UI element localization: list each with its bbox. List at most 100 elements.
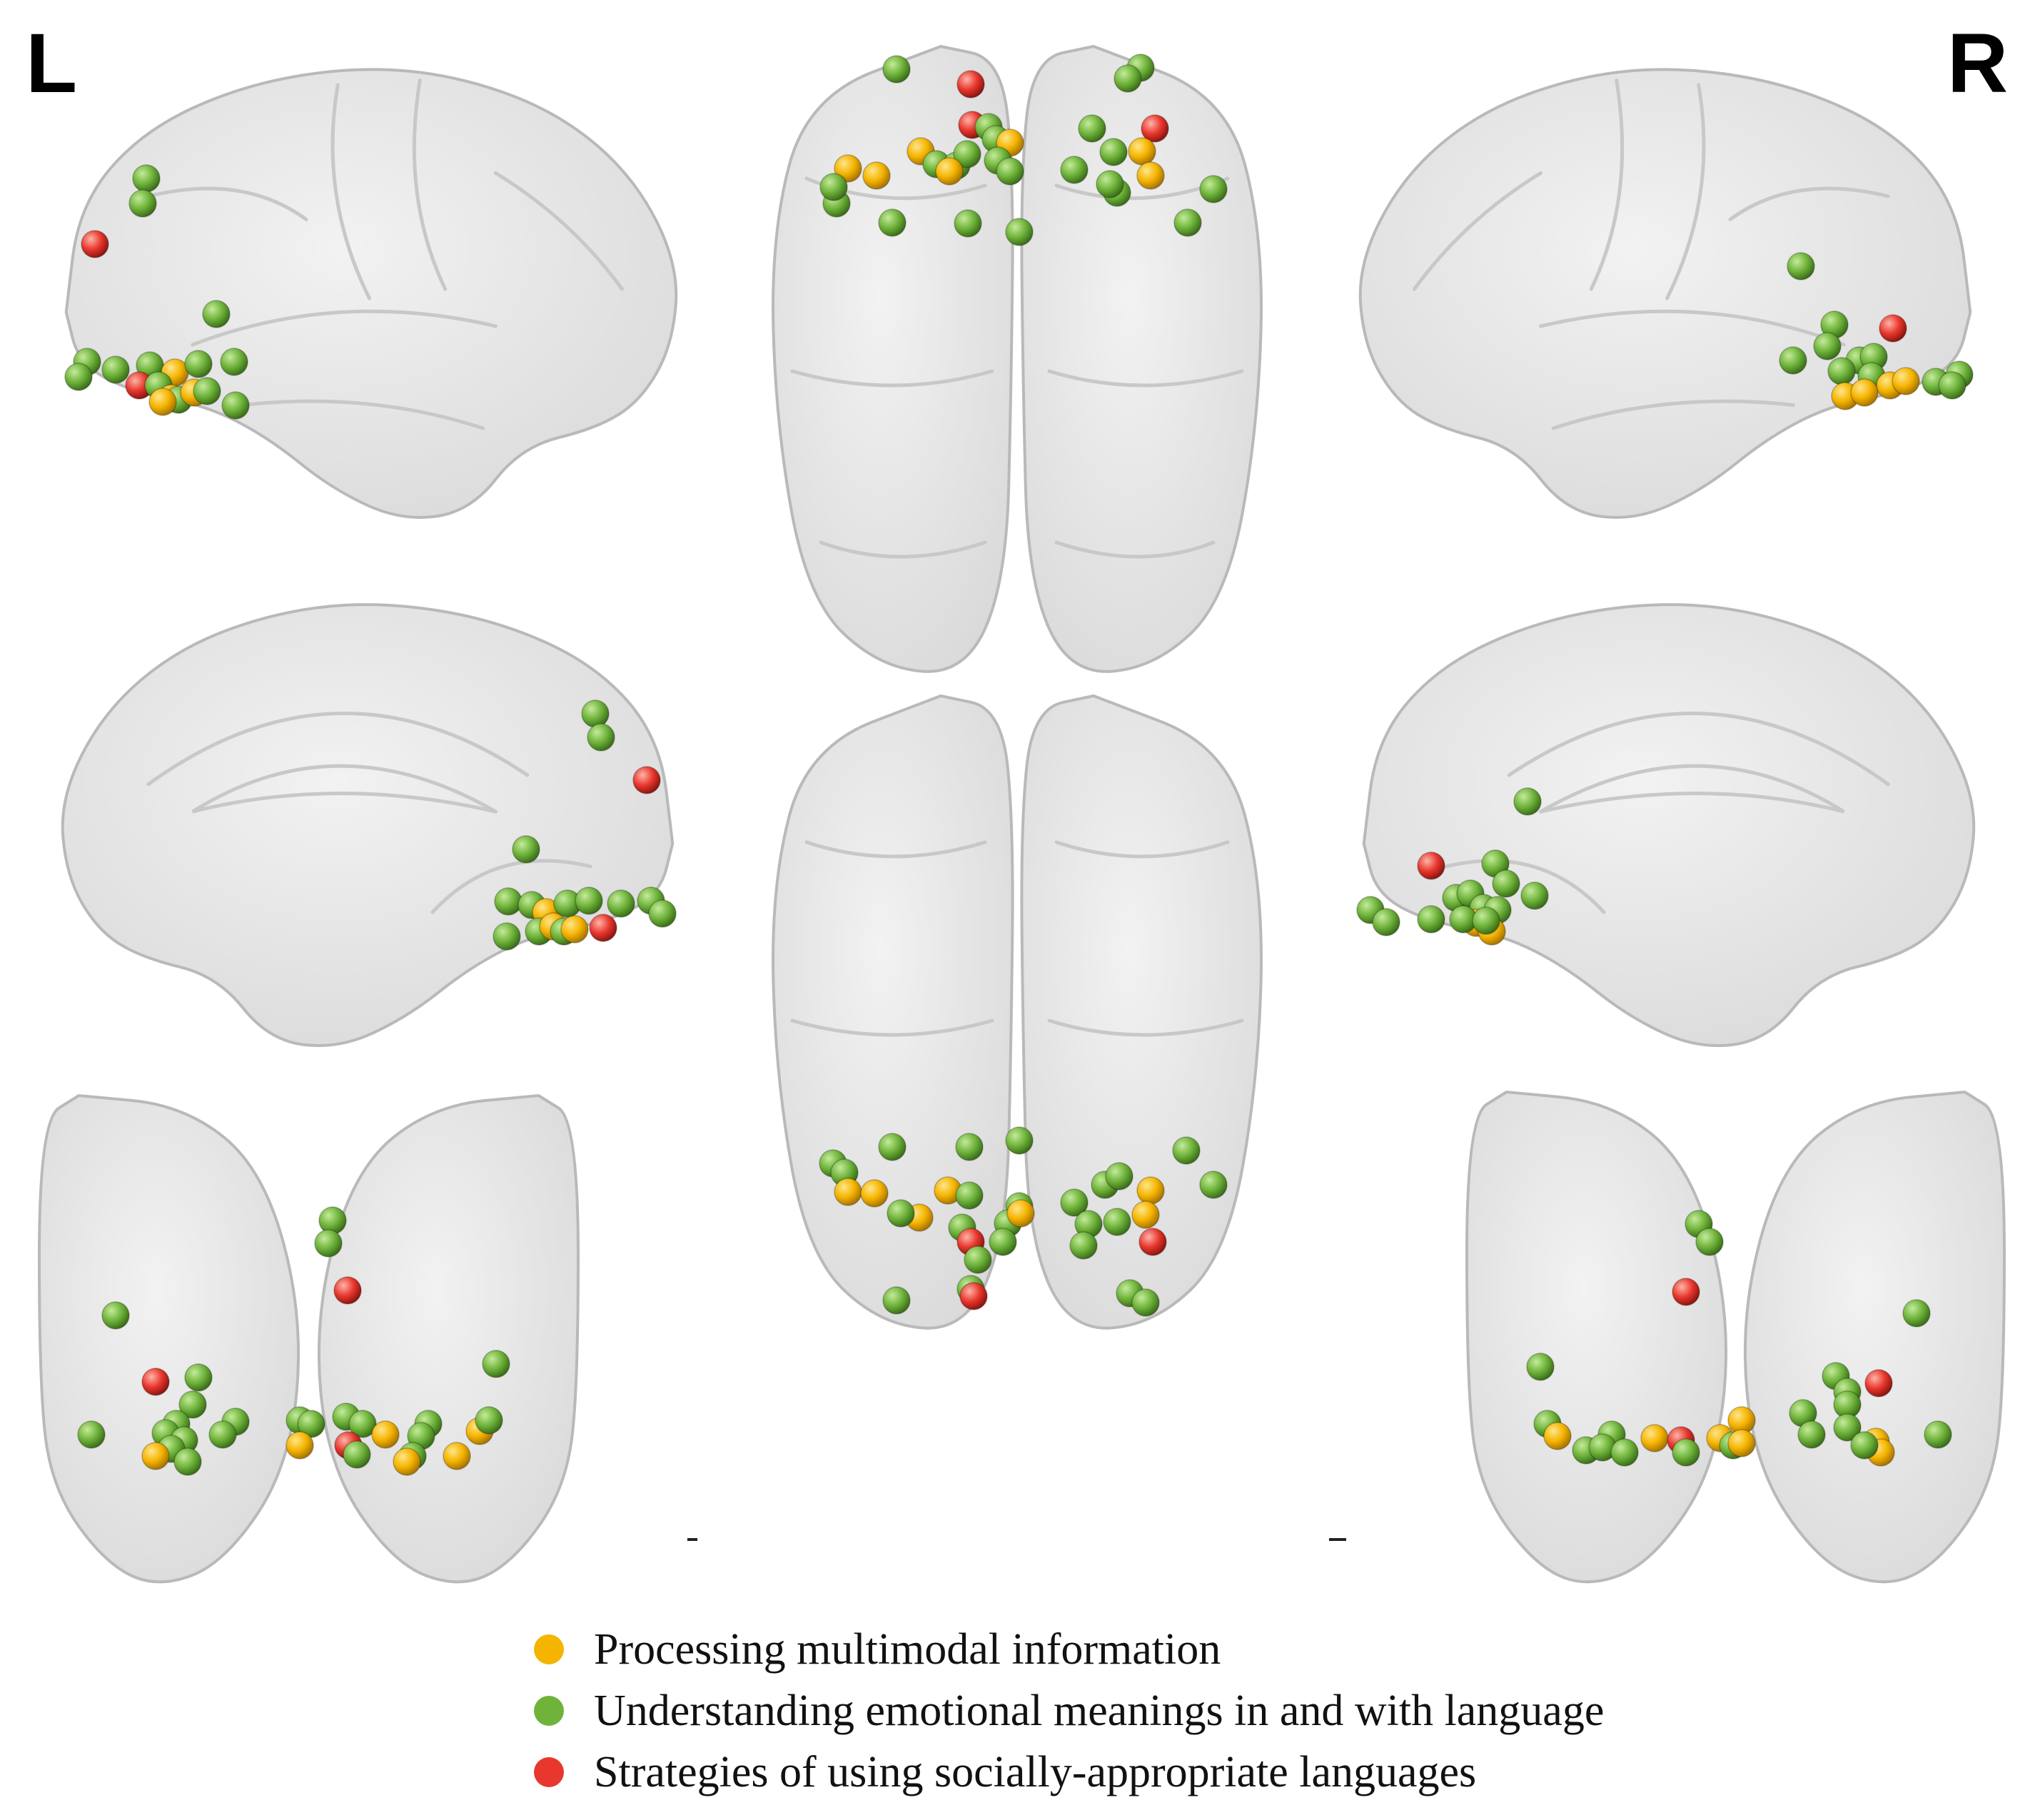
- activation-multimodal: [1136, 161, 1165, 190]
- activation-social: [632, 766, 661, 794]
- activation-emotional: [64, 363, 93, 391]
- activation-emotional: [1797, 1420, 1826, 1449]
- activation-multimodal: [1128, 137, 1156, 166]
- left-hemisphere-label: L: [26, 16, 78, 111]
- activation-emotional: [1172, 1136, 1201, 1165]
- activation-emotional: [202, 300, 231, 328]
- activation-social: [956, 70, 985, 98]
- activation-emotional: [475, 1406, 503, 1435]
- gyral-fold: [430, 859, 592, 914]
- activation-multimodal: [1006, 1199, 1035, 1228]
- gyral-fold: [146, 711, 530, 787]
- legend-label-emotional: Understanding emotional meanings in and …: [594, 1686, 1605, 1735]
- gyral-fold: [1444, 859, 1606, 914]
- activation-emotional: [1850, 1431, 1879, 1460]
- activation-multimodal: [935, 157, 964, 186]
- activation-social: [1417, 851, 1445, 880]
- brain-outline: [772, 44, 1014, 673]
- activation-multimodal: [1131, 1200, 1160, 1229]
- activation-multimodal: [860, 1179, 889, 1208]
- activation-social: [81, 230, 109, 258]
- activation-emotional: [1005, 218, 1034, 246]
- activation-social: [141, 1367, 170, 1396]
- activation-emotional: [178, 1390, 207, 1419]
- activation-emotional: [1069, 1231, 1098, 1260]
- activation-multimodal: [862, 161, 891, 190]
- activation-social: [959, 1282, 988, 1310]
- activation-multimodal: [834, 154, 862, 183]
- legend-dot-multimodal: [534, 1634, 564, 1664]
- gyral-fold: [412, 79, 448, 291]
- activation-emotional: [208, 1420, 237, 1449]
- activation-emotional: [1005, 1126, 1034, 1155]
- activation-emotional: [184, 350, 213, 378]
- gyral-fold: [819, 540, 987, 559]
- activation-emotional: [1520, 881, 1549, 910]
- activation-multimodal: [1640, 1424, 1669, 1452]
- activation-emotional: [1472, 906, 1500, 935]
- activation-emotional: [220, 348, 248, 376]
- activation-emotional: [493, 922, 521, 951]
- gyral-fold: [1589, 79, 1625, 291]
- activation-emotional: [1417, 905, 1445, 934]
- brain-outline: [1465, 1090, 1728, 1584]
- view-superior: [772, 44, 1263, 673]
- gyral-fold: [1539, 764, 1845, 814]
- activation-multimodal: [371, 1420, 400, 1449]
- activation-emotional: [512, 835, 540, 864]
- activation-emotional: [1672, 1438, 1700, 1467]
- legend-dot-social: [534, 1757, 564, 1787]
- gyral-fold: [191, 764, 498, 814]
- activation-emotional: [1902, 1299, 1931, 1328]
- activation-multimodal: [1892, 367, 1920, 395]
- activation-emotional: [1173, 208, 1202, 237]
- activation-multimodal: [148, 388, 177, 416]
- gyral-fold: [1047, 1018, 1244, 1037]
- activation-social: [333, 1276, 362, 1305]
- activation-emotional: [989, 1228, 1017, 1256]
- activation-emotional: [1199, 175, 1228, 203]
- activation-emotional: [173, 1447, 202, 1476]
- activation-emotional: [101, 355, 130, 384]
- gyral-fold: [1054, 540, 1216, 559]
- activation-emotional: [1610, 1438, 1639, 1467]
- view-right-lateral: [1358, 68, 1974, 519]
- view-anterior-right: [1465, 1090, 2006, 1584]
- activation-emotional: [1787, 252, 1815, 280]
- activation-emotional: [1513, 787, 1542, 816]
- legend-dot-emotional: [534, 1696, 564, 1726]
- activation-multimodal: [286, 1431, 314, 1460]
- activation-emotional: [953, 140, 981, 168]
- activation-emotional: [1114, 64, 1142, 93]
- activation-emotional: [184, 1363, 213, 1392]
- gyral-fold: [1413, 171, 1542, 291]
- activation-emotional: [954, 209, 982, 238]
- activation-emotional: [878, 1133, 907, 1161]
- legend-item-social: Strategies of using socially-appropriate…: [534, 1741, 1604, 1803]
- activation-emotional: [193, 377, 221, 405]
- activation-emotional: [996, 157, 1024, 186]
- activation-emotional: [1060, 1188, 1089, 1217]
- brain-outline: [1020, 694, 1263, 1330]
- gyral-fold: [1551, 399, 1795, 430]
- activation-emotional: [1779, 346, 1807, 375]
- brain-outline: [1362, 603, 1976, 1047]
- gyral-fold: [1507, 711, 1890, 787]
- activation-emotional: [1526, 1353, 1555, 1381]
- activation-emotional: [343, 1440, 371, 1469]
- gyral-fold: [1665, 83, 1706, 300]
- gyral-fold: [804, 840, 987, 859]
- scale-tick-mark: [687, 1538, 697, 1541]
- activation-emotional: [878, 208, 907, 237]
- activation-social: [1864, 1369, 1893, 1397]
- activation-multimodal: [560, 915, 589, 944]
- activation-social: [1879, 314, 1907, 343]
- activation-emotional: [1099, 138, 1128, 166]
- gyral-fold: [790, 1018, 994, 1037]
- gyral-fold: [146, 186, 308, 221]
- activation-emotional: [819, 173, 848, 201]
- gyral-fold: [191, 309, 498, 347]
- activation-multimodal: [1543, 1422, 1572, 1450]
- activation-emotional: [882, 55, 911, 84]
